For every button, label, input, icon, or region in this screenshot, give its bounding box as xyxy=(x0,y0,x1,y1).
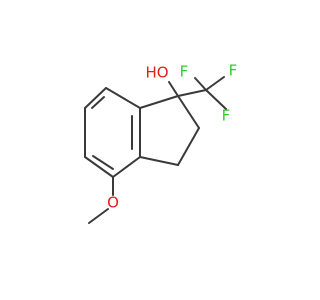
bond-c3-c3a xyxy=(139,156,179,166)
bond-layer xyxy=(84,76,227,224)
bond-c7a-c1 xyxy=(139,95,179,109)
bond-cf3-f-top xyxy=(205,76,225,91)
bond-ring-inner-double-2 xyxy=(91,96,105,109)
bond-o-ch3 xyxy=(88,208,109,224)
bond-c1-oh xyxy=(168,81,179,97)
bond-ring-c7a-c7 xyxy=(105,87,141,109)
bond-c2-c3 xyxy=(177,127,200,166)
bond-ring-c7-c6 xyxy=(84,87,107,109)
fluorine-label-lower-right: F xyxy=(222,107,231,125)
molecule-canvas: HO F F F O xyxy=(84,61,238,224)
bond-c1-c2 xyxy=(177,95,200,129)
fluorine-label-upper-right: F xyxy=(229,62,238,80)
methoxy-oxygen-label: O xyxy=(107,194,119,212)
hydroxyl-label: HO xyxy=(145,64,168,82)
atom-label-layer: HO F F F O xyxy=(107,62,237,212)
bond-c1-cf3 xyxy=(177,89,207,97)
molecule-structure: HO F F F O xyxy=(84,62,237,224)
bond-cf3-f-right xyxy=(205,89,227,110)
fluorine-label-top: F xyxy=(180,63,189,81)
bond-ring-c4-c3a xyxy=(112,156,141,178)
bond-cf3-f-left xyxy=(194,77,207,91)
bond-ring-inner-double-3 xyxy=(92,155,114,170)
bond-ring-c5-c4 xyxy=(84,156,114,178)
